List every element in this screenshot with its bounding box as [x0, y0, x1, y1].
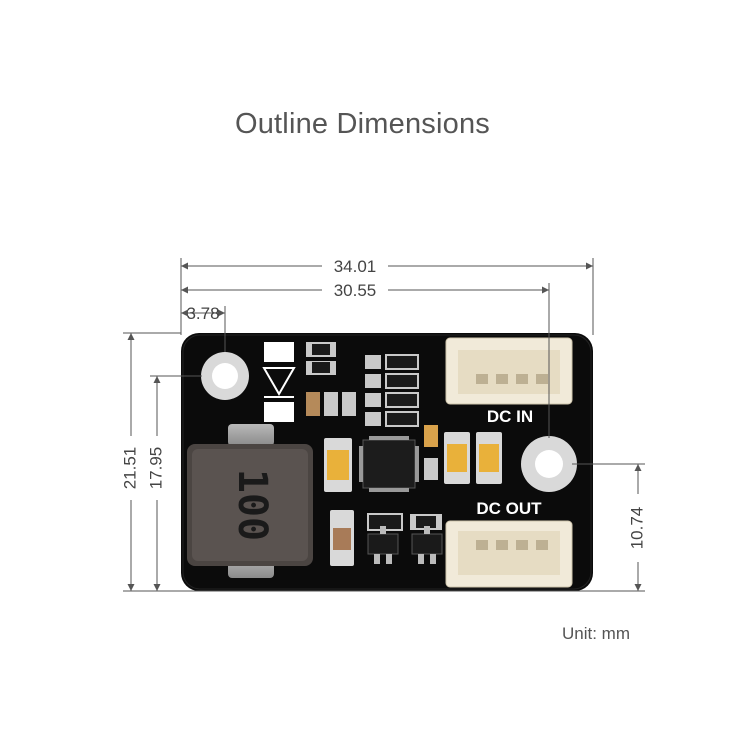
dc-out-connector: [445, 520, 573, 588]
inductor-marking: 100: [229, 469, 275, 541]
dim-hole-offset: 3.78: [186, 304, 219, 323]
smd-capacitors-row: [306, 392, 356, 416]
capacitor-lower-left: [330, 510, 354, 566]
dc-in-label: DC IN: [487, 407, 533, 426]
dimension-lines: [123, 258, 645, 592]
page-title: Outline Dimensions: [234, 108, 491, 140]
capacitors-pair: [444, 432, 502, 484]
dim-overall-height: 21.51: [120, 447, 139, 490]
capacitor-left: [324, 438, 352, 492]
diode-silkscreen: [262, 342, 296, 422]
ic-chip: [359, 436, 419, 492]
dim-overall-width: 34.01: [334, 257, 377, 276]
dc-out-label: DC OUT: [476, 499, 542, 518]
mounting-hole-right: [521, 436, 577, 492]
dim-connector-height: 10.74: [627, 507, 646, 550]
dc-in-connector: [445, 337, 573, 405]
transistors: [367, 513, 443, 564]
dim-hole-height: 17.95: [146, 447, 165, 490]
resistor-array: [365, 354, 419, 427]
unit-label: Unit: mm: [562, 624, 630, 643]
smd-resistor-top: [306, 342, 336, 375]
inductor: 100: [187, 424, 313, 578]
pcb-board: 100 DC IN: [181, 333, 593, 591]
dim-hole-spacing: 30.55: [334, 281, 377, 300]
mounting-hole-top-left: [201, 352, 249, 400]
smd-small-right: [424, 425, 438, 480]
